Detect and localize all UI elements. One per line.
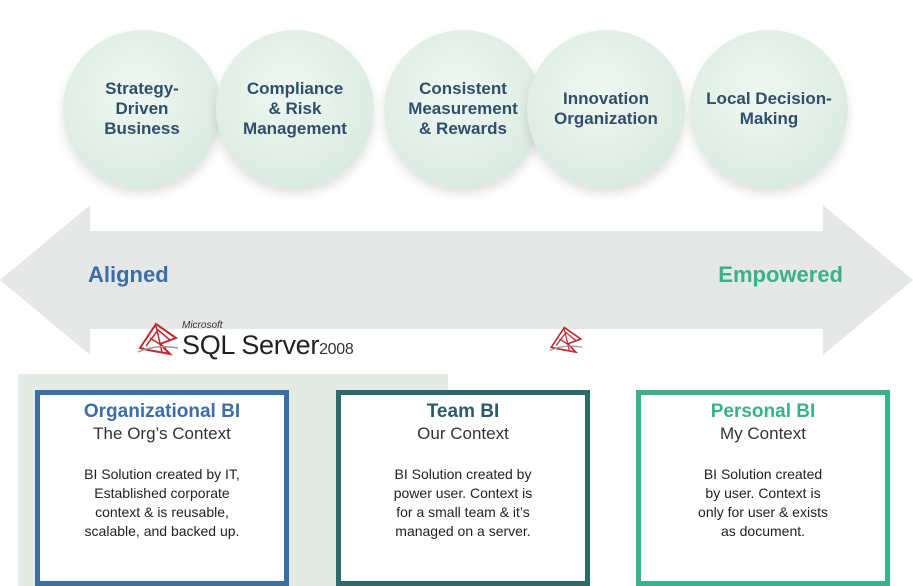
empowered-label: Empowered — [718, 262, 843, 287]
circle-label: Consistent Measurement & Rewards — [408, 79, 518, 138]
box-description: BI Solution created by IT, Established c… — [84, 466, 240, 539]
sql-server-icon — [137, 322, 179, 356]
organizational-bi-box: Organizational BI The Org’s Context BI S… — [35, 390, 289, 586]
circle-label: Local Decision- Making — [706, 89, 832, 128]
circle-strategy-driven: Strategy- Driven Business — [63, 30, 221, 188]
circle-label: Strategy- Driven Business — [104, 79, 180, 138]
sql-server-text: SQL Server2008 — [182, 330, 354, 360]
circle-label: Compliance & Risk Management — [243, 79, 347, 138]
sql-server-icon-small — [549, 326, 583, 354]
box-title: Team BI — [426, 401, 500, 422]
circle-measurement: Consistent Measurement & Rewards — [384, 30, 542, 188]
circle-compliance: Compliance & Risk Management — [216, 30, 374, 188]
box-description: BI Solution created by user. Context is … — [698, 466, 828, 539]
box-subtitle: My Context — [720, 424, 806, 443]
personal-bi-box: Personal BI My Context BI Solution creat… — [636, 390, 890, 586]
microsoft-text: Microsoft — [182, 320, 223, 331]
team-bi-box: Team BI Our Context BI Solution created … — [336, 390, 590, 586]
sql-version: 2008 — [319, 341, 354, 358]
circle-innovation: Innovation Organization — [527, 30, 685, 188]
box-title: Personal BI — [710, 401, 816, 422]
box-subtitle: The Org’s Context — [93, 424, 231, 443]
box-title: Organizational BI — [83, 401, 241, 422]
sql-server-logo: Microsoft SQL Server2008 — [136, 318, 376, 364]
double-arrow — [0, 205, 913, 355]
circle-local-decision: Local Decision- Making — [690, 30, 848, 188]
aligned-label: Aligned — [88, 262, 169, 287]
circle-label: Innovation Organization — [554, 89, 658, 128]
box-subtitle: Our Context — [417, 424, 509, 443]
box-description: BI Solution created by power user. Conte… — [393, 466, 533, 539]
